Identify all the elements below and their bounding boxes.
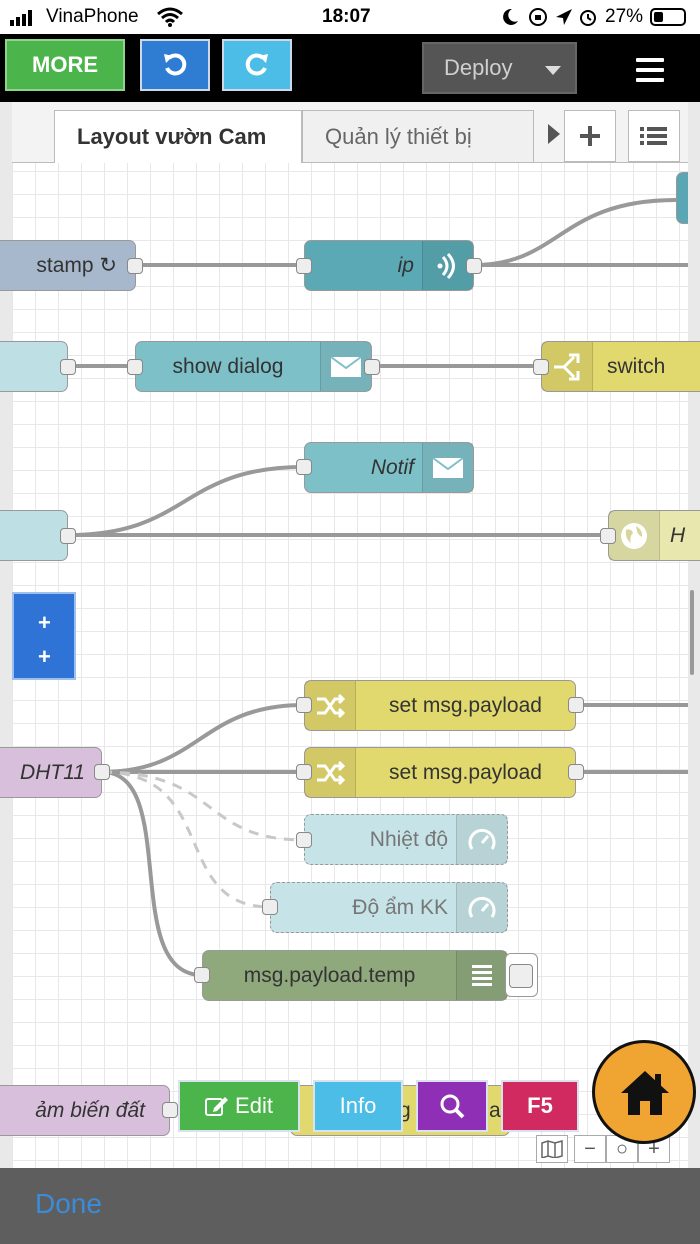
tab-quan-ly-thiet-bi[interactable]: Quản lý thiết bị	[302, 110, 534, 162]
list-icon	[640, 127, 667, 145]
flow-node-gauge-do-am[interactable]: Độ ẩm KK	[270, 882, 508, 933]
hamburger-menu-icon[interactable]	[630, 52, 670, 86]
moon-icon	[503, 8, 518, 25]
node-input-port[interactable]	[296, 258, 312, 274]
node-input-port[interactable]	[533, 359, 549, 375]
envelope-icon	[320, 342, 371, 391]
flow-node-partial[interactable]	[0, 341, 68, 392]
node-output-port[interactable]	[568, 764, 584, 780]
switch-icon	[542, 342, 593, 391]
more-button[interactable]: MORE	[5, 39, 125, 91]
node-input-port[interactable]	[262, 899, 278, 915]
done-button[interactable]: Done	[35, 1188, 102, 1219]
map-icon	[541, 1140, 563, 1158]
debug-list-icon	[456, 951, 507, 1000]
home-button[interactable]	[592, 1040, 696, 1144]
status-bar: VinaPhone 18:07 27%	[0, 0, 700, 34]
editor-header: MORE Deploy	[0, 34, 700, 102]
alarm-icon	[580, 10, 596, 26]
flow-group-box[interactable]: + +	[12, 592, 76, 680]
node-output-port[interactable]	[364, 359, 380, 375]
flow-node-switch[interactable]: switch	[541, 341, 700, 392]
node-output-port[interactable]	[162, 1102, 178, 1118]
edit-button[interactable]: Edit	[178, 1080, 300, 1132]
flow-node-set-payload[interactable]: set msg.payload	[304, 747, 576, 798]
node-output-port[interactable]	[60, 359, 76, 375]
flow-node-partial[interactable]	[0, 510, 68, 561]
node-input-port[interactable]	[296, 459, 312, 475]
node-output-port[interactable]	[60, 528, 76, 544]
search-icon	[440, 1094, 465, 1119]
flow-node-show-dialog[interactable]: show dialog	[135, 341, 372, 392]
info-button[interactable]: Info	[313, 1080, 403, 1132]
node-input-port[interactable]	[296, 764, 312, 780]
group-plus-1[interactable]: +	[38, 610, 51, 635]
zoom-out-button[interactable]: −	[574, 1135, 606, 1163]
node-input-port[interactable]	[296, 697, 312, 713]
redo-button[interactable]	[222, 39, 292, 91]
deploy-button[interactable]: Deploy	[422, 42, 577, 94]
status-icons	[503, 8, 596, 26]
node-input-port[interactable]	[296, 832, 312, 848]
rotation-lock-icon	[529, 8, 547, 26]
shuffle-icon	[305, 681, 356, 730]
flow-node-timestamp[interactable]: stamp ↻	[0, 240, 136, 291]
signal-icon	[10, 10, 32, 26]
undo-button[interactable]	[140, 39, 210, 91]
node-output-port[interactable]	[568, 697, 584, 713]
refresh-f5-button[interactable]: F5	[501, 1080, 579, 1132]
flow-node-cam-bien-dat[interactable]: ảm biến đất	[0, 1085, 170, 1136]
flow-node-dht11[interactable]: DHT11	[0, 747, 102, 798]
tab-layout-vuon-cam[interactable]: Layout vườn Cam	[54, 110, 302, 163]
gauge-icon	[456, 815, 507, 864]
flow-node-gauge-nhiet-do[interactable]: Nhiệt độ	[304, 814, 508, 865]
gauge-icon	[456, 883, 507, 932]
done-toolbar: Done	[0, 1168, 700, 1244]
home-icon	[621, 1071, 669, 1115]
carrier-name: VinaPhone	[46, 6, 139, 27]
flow-node-notif[interactable]: Notif	[304, 442, 474, 493]
debug-toggle-button[interactable]	[505, 953, 538, 997]
edit-icon	[205, 1097, 229, 1116]
flow-node-set-payload[interactable]: set msg.payload	[304, 680, 576, 731]
globe-icon	[609, 511, 660, 560]
redo-icon	[245, 53, 268, 76]
wifi-icon	[157, 7, 183, 27]
flow-node-http[interactable]: H	[608, 510, 700, 561]
envelope-icon	[422, 443, 473, 492]
navigator-map-button[interactable]	[536, 1135, 568, 1163]
shuffle-icon	[305, 748, 356, 797]
flow-node-debug[interactable]: msg.payload.temp	[202, 950, 508, 1001]
workspace-scrollbar-thumb[interactable]	[690, 590, 694, 675]
broadcast-icon	[422, 241, 473, 290]
group-plus-2[interactable]: +	[38, 644, 51, 669]
add-tab-button[interactable]	[564, 110, 616, 162]
battery-icon	[650, 8, 686, 26]
node-input-port[interactable]	[127, 359, 143, 375]
undo-icon	[164, 53, 187, 76]
plus-icon	[580, 126, 600, 146]
tab-scroll-right-icon[interactable]	[534, 110, 572, 162]
deploy-label: Deploy	[444, 55, 513, 80]
wires	[67, 198, 688, 977]
node-input-port[interactable]	[600, 528, 616, 544]
workspace-tab-bar: Layout vườn Cam Quản lý thiết bị	[12, 102, 688, 163]
flow-node-ip[interactable]: ip	[304, 240, 474, 291]
search-button[interactable]	[416, 1080, 488, 1132]
location-icon	[556, 9, 572, 25]
caret-down-icon[interactable]	[545, 66, 561, 75]
node-output-port[interactable]	[127, 258, 143, 274]
node-output-port[interactable]	[466, 258, 482, 274]
node-input-port[interactable]	[194, 967, 210, 983]
clock: 18:07	[322, 6, 371, 27]
tab-list-button[interactable]	[628, 110, 680, 162]
flow-node-partial[interactable]	[676, 172, 688, 224]
battery-percent: 27%	[605, 6, 644, 27]
node-output-port[interactable]	[94, 764, 110, 780]
